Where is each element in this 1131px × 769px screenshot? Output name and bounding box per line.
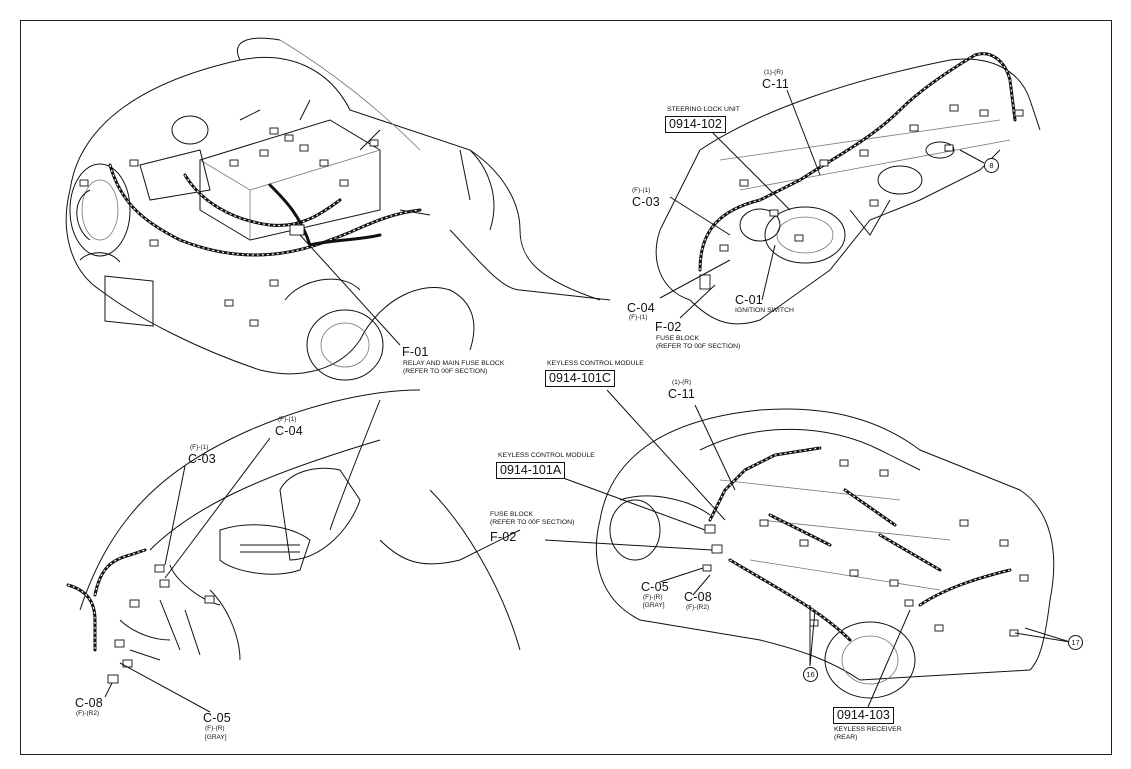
dash-c03-pin: (F)-(1): [632, 187, 651, 194]
ref-8-callout: 8: [984, 158, 999, 173]
dash-f02-description: FUSE BLOCK (REFER TO 00F SECTION): [656, 335, 740, 351]
dash-c01-desc: IGNITION SWITCH: [735, 307, 794, 314]
interior-drawing: [66, 389, 521, 713]
car-c05-color: [GRAY]: [643, 602, 665, 609]
interior-c03-pin: (F)-(1): [190, 444, 209, 451]
f01-description: RELAY AND MAIN FUSE BLOCK (REFER TO 00F …: [403, 360, 504, 376]
dash-c11-code: C-11: [762, 77, 789, 91]
engine-bay-drawing: [65, 37, 611, 381]
vehicle-drawing: [544, 389, 1071, 708]
steering-lock-title: STEERING LOCK UNIT: [667, 106, 740, 113]
interior-c04-pin: (F)-(1): [278, 416, 297, 423]
dash-c04-pin: (F)-(1): [629, 314, 648, 321]
interior-c05-color: [GRAY]: [205, 734, 227, 741]
diagram-frame: [20, 20, 1112, 755]
dash-f02-desc-line2: (REFER TO 00F SECTION): [656, 342, 741, 350]
car-c08-pin: (F)-(R2): [686, 604, 710, 611]
interior-c05-code: C-05: [203, 711, 231, 725]
interior-c08-pin: (F)-(R2): [76, 710, 100, 717]
car-f02-code: F-02: [490, 530, 517, 544]
receiver-part-box: 0914-103: [833, 707, 894, 724]
car-c05-code: C-05: [641, 580, 669, 594]
car-c05-pin: (F)-(R): [643, 594, 663, 601]
kcm-c-title: KEYLESS CONTROL MODULE: [547, 360, 644, 367]
ref-17-callout: 17: [1068, 635, 1083, 650]
car-f02-description: FUSE BLOCK (REFER TO 00F SECTION): [490, 511, 574, 527]
car-c08-code: C-08: [684, 590, 712, 604]
dash-c03-code: C-03: [632, 195, 660, 209]
f01-code: F-01: [402, 345, 429, 359]
ref-16-callout: 16: [803, 667, 818, 682]
dash-c01-code: C-01: [735, 293, 763, 307]
dash-f02-code: F-02: [655, 320, 682, 334]
dash-f02-desc-line1: FUSE BLOCK: [656, 335, 700, 342]
car-c11-pin: (1)-(R): [672, 379, 692, 386]
dash-c04-code: C-04: [627, 301, 655, 315]
f01-desc-line1: RELAY AND MAIN FUSE BLOCK: [403, 360, 505, 367]
interior-c08-code: C-08: [75, 696, 103, 710]
dashboard-drawing: [655, 52, 1041, 325]
receiver-description: KEYLESS RECEIVER (REAR): [834, 726, 902, 742]
kcm-a-title: KEYLESS CONTROL MODULE: [498, 452, 595, 459]
car-c11-code: C-11: [668, 387, 695, 401]
car-f02-desc-line2: (REFER TO 00F SECTION): [490, 518, 575, 526]
steering-lock-part-box: 0914-102: [665, 116, 726, 133]
f01-desc-line2: (REFER TO 00F SECTION): [403, 367, 488, 375]
car-f02-desc-line1: FUSE BLOCK: [490, 511, 534, 518]
receiver-desc-line1: KEYLESS RECEIVER: [834, 726, 902, 733]
dash-c11-pin: (1)-(R): [764, 69, 784, 76]
receiver-desc-line2: (REAR): [834, 733, 858, 741]
kcm-c-part-box: 0914-101C: [545, 370, 615, 387]
kcm-a-part-box: 0914-101A: [496, 462, 566, 479]
interior-c05-pin: (F)-(R): [205, 725, 225, 732]
interior-c04-code: C-04: [275, 424, 303, 438]
interior-c03-code: C-03: [188, 452, 216, 466]
